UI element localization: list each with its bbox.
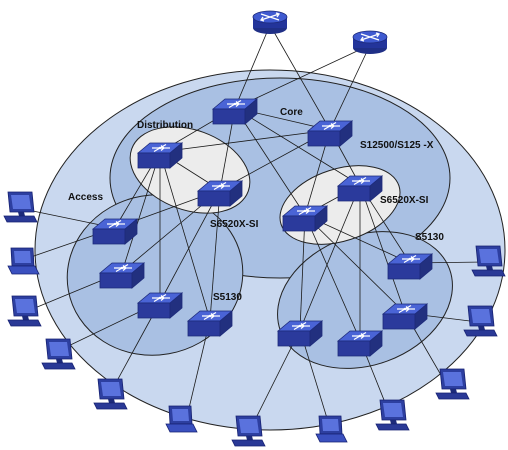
desktop-icon — [3, 191, 38, 223]
access-model-right-label: S5130 — [415, 232, 444, 243]
desktop-icon — [375, 399, 410, 431]
core-label: Core — [280, 107, 303, 118]
desktop-icon — [7, 295, 42, 327]
router-2 — [352, 30, 388, 55]
laptop-icon — [7, 247, 40, 275]
desktop-icon — [231, 415, 266, 447]
distribution-model-left-label: S6520X-SI — [210, 219, 259, 230]
access-model-left-label: S5130 — [213, 292, 242, 303]
core-model-label: S12500/S125 -X — [360, 140, 434, 151]
distribution-model-right-label: S6520X-SI — [380, 195, 429, 206]
access-label: Access — [68, 192, 103, 203]
distribution-label: Distribution — [137, 120, 193, 131]
desktop-icon — [435, 368, 470, 400]
router-1 — [252, 10, 288, 35]
desktop-icon — [93, 378, 128, 410]
desktop-icon — [41, 338, 76, 370]
